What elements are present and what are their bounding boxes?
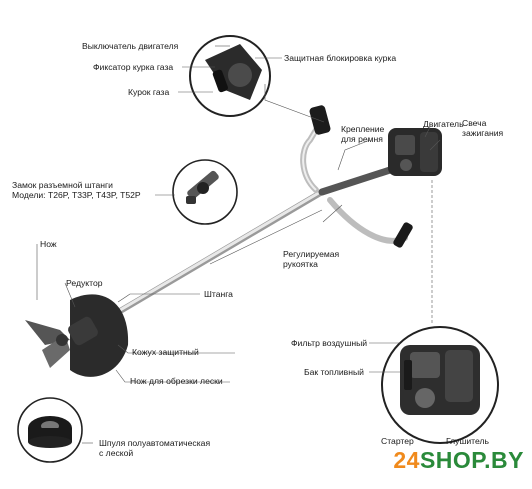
label-fuel-tank: Бак топливный: [304, 367, 364, 377]
guard: [70, 294, 129, 377]
label-spark-plug: Свеча зажигания: [462, 118, 504, 138]
trigger-detail: [205, 44, 262, 100]
label-guard: Кожух защитный: [132, 347, 199, 357]
brand-number: 24: [393, 447, 420, 473]
right-grip: [393, 222, 413, 248]
engine-detail: [400, 345, 480, 415]
label-shaft-lock: Замок разъемной штанги Модели: T26P, T33…: [12, 180, 141, 200]
gearbox: [68, 316, 98, 346]
label-engine: Двигатель: [423, 119, 464, 129]
blade: [25, 320, 70, 368]
leader-lines: [36, 45, 441, 444]
spool-detail: [28, 416, 72, 448]
label-throttle-trigger: Курок газа: [128, 87, 170, 97]
engine-block: [388, 128, 442, 176]
label-blade: Нож: [40, 239, 57, 249]
label-line-cutter: Нож для обрезки лески: [130, 376, 223, 386]
shaft-lock-detail: [186, 170, 219, 204]
label-safety-lock: Защитная блокировка курка: [284, 53, 397, 63]
brand-name: SHOP.BY: [419, 447, 524, 473]
label-throttle-lock: Фиксатор курка газа: [93, 62, 174, 72]
brand-logo: 24SHOP.BY: [393, 447, 524, 474]
label-spool: Шпуля полуавтоматическая с леской: [99, 438, 211, 458]
label-engine-switch: Выключатель двигателя: [82, 41, 179, 51]
label-strap-mount: Крепление для ремня: [341, 124, 385, 144]
label-muffler: Глушитель: [446, 436, 490, 446]
label-shaft: Штанга: [204, 289, 233, 299]
label-air-filter: Фильтр воздушный: [291, 338, 368, 348]
label-gearbox: Редуктор: [66, 278, 103, 288]
label-starter: Стартер: [381, 436, 414, 446]
throttle-grip: [309, 105, 331, 135]
label-adjustable-handle: Регулируемая рукоятка: [283, 249, 340, 269]
